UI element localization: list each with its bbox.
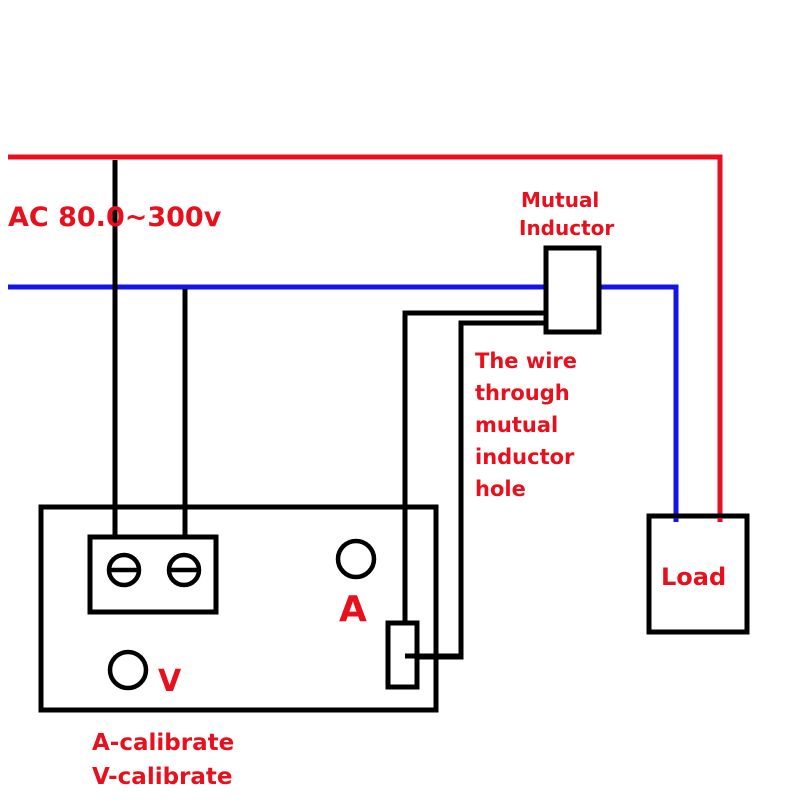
neutral-wire-right [599, 284, 679, 522]
meter-housing [38, 504, 439, 713]
terminal-screw-right [166, 552, 202, 588]
wire-note-line3: mutual [475, 413, 558, 437]
ammeter-calibration-pot[interactable] [335, 538, 377, 580]
ammeter-marker: A [339, 589, 367, 630]
a-calibrate-label: A-calibrate [92, 730, 234, 756]
mutual-inductor-label-line2: Inductor [519, 216, 614, 240]
mutual-inductor-label-line1: Mutual [521, 188, 599, 212]
wire-note-line5: hole [475, 477, 526, 501]
terminal-screw-left [106, 552, 142, 588]
load-box [646, 513, 750, 635]
wire-note-line4: inductor [475, 445, 575, 469]
supply-voltage-label: AC 80.0~300v [8, 202, 222, 233]
voltmeter-calibration-pot[interactable] [107, 649, 149, 691]
v-calibrate-label: V-calibrate [92, 764, 233, 790]
wire-note-line2: through [475, 381, 570, 405]
wire-note-line1: The wire [475, 349, 577, 373]
voltmeter-marker: V [158, 664, 182, 699]
load-label: Load [661, 563, 726, 591]
mutual-inductor-box [543, 245, 602, 335]
inductor-wire-outer [402, 310, 546, 622]
live-wire [8, 154, 723, 522]
